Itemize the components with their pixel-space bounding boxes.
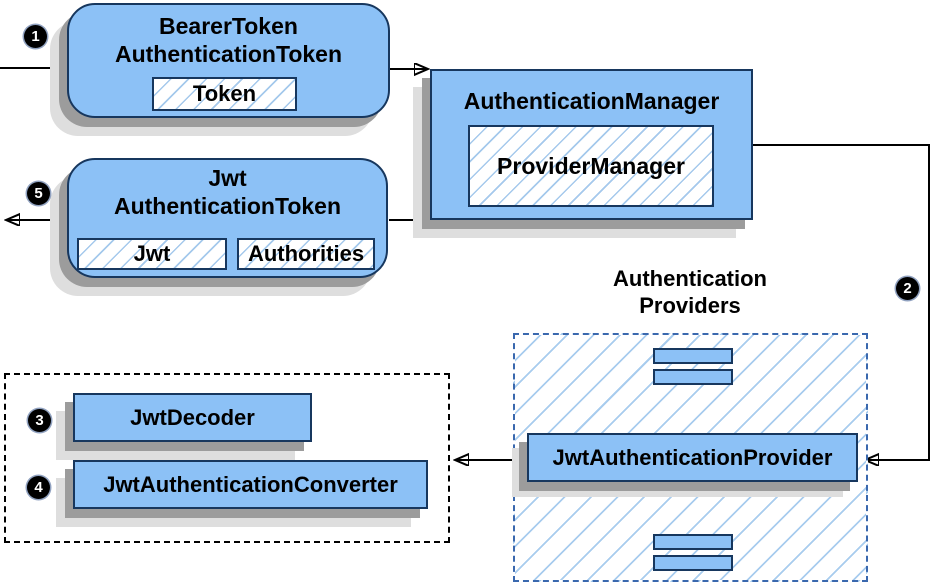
step-badge-5: 5	[27, 182, 50, 205]
jwt-authentication-converter-label: JwtAuthenticationConverter	[103, 471, 398, 497]
authentication-manager-title: AuthenticationManager	[432, 87, 751, 115]
jwt-authentication-token-title: Jwt AuthenticationToken	[69, 164, 386, 220]
step-badge-3: 3	[28, 409, 51, 432]
bearer-token-authentication-token-box: BearerToken AuthenticationToken Token	[67, 3, 390, 118]
jwt-token-title-line1: Jwt	[208, 165, 247, 191]
authorities-field: Authorities	[237, 238, 375, 270]
jwt-authentication-converter-box: JwtAuthenticationConverter	[73, 460, 428, 509]
step-badge-2: 2	[896, 277, 919, 300]
provider-placeholder-rect	[653, 555, 733, 571]
jwt-decoder-box: JwtDecoder	[73, 393, 312, 442]
step-badge-1: 1	[24, 25, 47, 48]
jwt-authentication-provider-box: JwtAuthenticationProvider	[527, 433, 858, 482]
authentication-manager-box: AuthenticationManager ProviderManager	[430, 69, 753, 220]
jwt-token-title-line2: AuthenticationToken	[113, 193, 341, 219]
authentication-providers-title-line2: Providers	[639, 293, 741, 318]
jwt-authentication-provider-label: JwtAuthenticationProvider	[552, 444, 833, 470]
jwt-field-label: Jwt	[133, 241, 171, 266]
authentication-providers-title: Authentication Providers	[540, 265, 840, 319]
provider-placeholder-rect	[653, 369, 733, 385]
token-field-label: Token	[192, 81, 257, 106]
provider-placeholder-rect	[653, 534, 733, 550]
bearer-token-title-line1: BearerToken	[159, 13, 298, 39]
bearer-token-title: BearerToken AuthenticationToken	[69, 12, 388, 68]
provider-manager-label: ProviderManager	[497, 152, 685, 179]
jwt-components-group	[4, 373, 450, 543]
authentication-manager-label: AuthenticationManager	[463, 88, 720, 114]
jwt-field: Jwt	[77, 238, 227, 270]
token-field: Token	[152, 77, 297, 111]
authorities-field-label: Authorities	[247, 241, 365, 266]
jwt-decoder-label: JwtDecoder	[130, 404, 255, 430]
authentication-providers-title-line1: Authentication	[613, 266, 767, 291]
provider-manager-field: ProviderManager	[468, 125, 714, 207]
provider-placeholder-rect	[653, 348, 733, 364]
jwt-authentication-token-box: Jwt AuthenticationToken Jwt Authorities	[67, 158, 388, 278]
step-badge-4: 4	[27, 476, 50, 499]
bearer-token-title-line2: AuthenticationToken	[114, 41, 342, 67]
